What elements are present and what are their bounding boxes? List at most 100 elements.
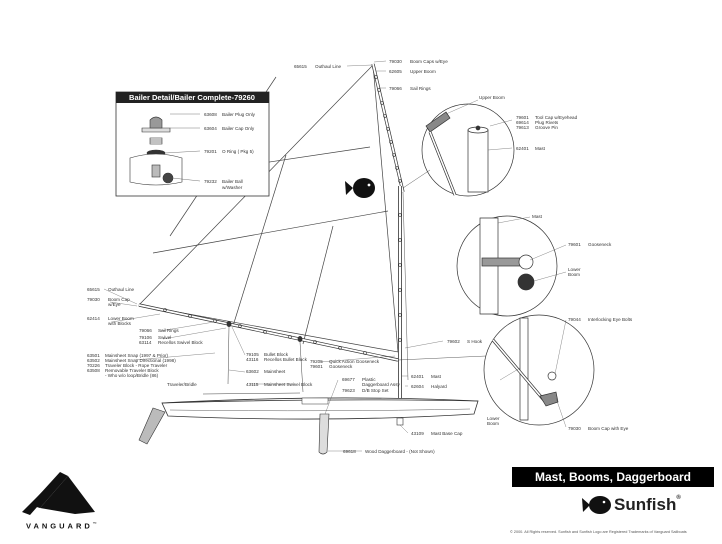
traveler-block-num: 70226: [87, 363, 100, 368]
boom-caps-top-num: 79030: [389, 59, 402, 64]
ratchet-swivel-label: Recellos Swivel Block: [158, 340, 203, 345]
swivel-num: 79106: [139, 335, 152, 340]
wood-daggerboard-num: 69618: [343, 449, 356, 454]
mainsheet-lines: [202, 326, 304, 395]
ratchet-swivel-num: 63114: [139, 340, 152, 345]
ratchet-bullet-label: Recellos Bullet Block: [264, 357, 308, 362]
detail-circle-mid: [456, 215, 558, 317]
boom-caps-top-label: Boom Caps w/Eye: [410, 59, 448, 64]
groove-pin-label: Groove Pin: [535, 125, 558, 130]
main-labels: 65615 Outhaul Line 79030 Boom Caps w/Eye…: [87, 59, 483, 454]
lower-boom-label: Lower Boom: [108, 316, 134, 321]
hull: [161, 397, 479, 420]
detail-mid-mast: Mast: [532, 214, 543, 219]
bailer-part-num-2: 63604: [204, 126, 217, 131]
mast-low-num: 62401: [411, 374, 424, 379]
outhaul-top-label: Outhaul Line: [315, 64, 341, 69]
sail-rings-top-num: 79066: [389, 86, 402, 91]
traveler-block-label: Traveler Block - Rope Traveler: [105, 363, 168, 368]
eye-bolts-num: 79044: [568, 317, 581, 322]
lower-boom-label2: with Blocks: [108, 321, 132, 326]
detail-top-upper-boom: Upper Boom: [479, 95, 505, 100]
traveler-bridle-label: Traveler/Bridle: [167, 382, 197, 387]
plug-rivets-label: Plug Rivets: [535, 120, 559, 125]
outhaul-top-num: 65615: [294, 64, 307, 69]
bailer-part-label-4b: w/Washer: [222, 185, 243, 190]
rudder: [138, 407, 166, 445]
mast-low-label: Mast: [431, 374, 442, 379]
detail-mid-gooseneck-num: 79601: [568, 242, 581, 247]
upper-boom-label: Upper Boom: [410, 69, 436, 74]
eye-bolts-label: Interlocking Eye Bolts: [588, 317, 633, 322]
mast-base-cap-num: 43109: [411, 431, 424, 436]
lower-boom: [138, 303, 399, 362]
mainsheet-label: Mainsheet: [264, 369, 286, 374]
tool-cap-label: Tool Cap w/Eyehead: [535, 115, 578, 120]
bailer-detail-box: Bailer Detail/Bailer Complete-79260 6360…: [115, 91, 270, 197]
mainsheet-snap2-num: 63502: [87, 358, 100, 363]
plastic-dagger-label2: Daggerboard Assy: [362, 382, 400, 387]
detail-mid-lower-boom2: Boom: [568, 272, 580, 277]
bullet-block-num: 79105: [246, 352, 259, 357]
boom-cap-left-label2: w/Eye: [108, 302, 121, 307]
detail-circle-top: [402, 103, 515, 197]
upper-boom-num: 62605: [389, 69, 402, 74]
quick-action-label: Quick Action Gooseneck: [329, 359, 380, 364]
brand-name-text: Sunfish: [614, 495, 677, 514]
detail-mid-lower-boom: Lower: [568, 267, 581, 272]
bailer-part-label-2: Bailer Cap Only: [222, 126, 255, 131]
gooseneck-low-label: Gooseneck: [329, 364, 353, 369]
maker-trademark: ™: [92, 521, 97, 526]
tool-cap-num: 79601: [516, 115, 529, 120]
mainsheet-num: 63602: [246, 369, 259, 374]
detail-low-lower-boom: Lower: [487, 416, 500, 421]
maker-name: VANGUARD™: [26, 521, 97, 531]
halyard-label: Halyard: [431, 384, 447, 389]
plastic-dagger-num: 69677: [342, 377, 355, 382]
sail: [138, 64, 399, 353]
bailer-part-num-4: 79232: [204, 179, 217, 184]
copyright-text: © 2000. All Rights reserved. Sunfish and…: [510, 530, 687, 534]
sail-rings-low-num: 79066: [139, 328, 152, 333]
maker-name-text: VANGUARD: [26, 521, 93, 531]
lower-boom-num: 62414: [87, 316, 100, 321]
removable-traveler-label: Removable Traveler Block: [105, 368, 159, 373]
quick-action-num: 79205: [310, 359, 323, 364]
detail-low-boom-cap-num: 79030: [568, 426, 581, 431]
mainsheet-snap2-label: Mainsheet Snap Directional (1998): [105, 358, 176, 363]
mainsheet-snap1-num: 63501: [87, 353, 100, 358]
removable-traveler-label2: - Who w/o loop/Bridle (86): [105, 373, 159, 378]
detail-mid-gooseneck-label: Gooseneck: [588, 242, 612, 247]
daggerboard: [318, 413, 330, 455]
bailer-part-num-3: 79201: [204, 149, 217, 154]
bullet-block-label: Bullet Block: [264, 352, 289, 357]
sunfish-logo-sail-icon: [345, 178, 375, 198]
halyard-num: 62604: [411, 384, 424, 389]
ratchet-bullet-num: 43116: [246, 357, 259, 362]
mast-base-cap: [396, 417, 404, 426]
bailer-part-label-4: Bailer Ball: [222, 179, 243, 184]
mainsheet-swivel-num: 43115: [246, 382, 259, 387]
upper-sail-rings: [374, 75, 402, 183]
boom-cap-left-num: 79030: [87, 297, 100, 302]
s-hook-num: 79602: [447, 339, 460, 344]
bailer-title: Bailer Detail/Bailer Complete-79260: [129, 93, 255, 102]
plastic-dagger-label: Plastic: [362, 377, 376, 382]
bailer-part-num-1: 63608: [204, 112, 217, 117]
lower-sail-rings: [163, 308, 367, 355]
bailer-part-label-1: Bailer Plug Only: [222, 112, 256, 117]
removable-traveler-num: 63508: [87, 368, 100, 373]
page-title: Mast, Booms, Daggerboard: [512, 467, 714, 487]
plug-rivets-num: 69614: [516, 120, 529, 125]
bailer-part-label-3: O Ring ( Pkg 5): [222, 149, 254, 154]
vanguard-logo-icon: [22, 472, 95, 515]
outhaul-left-label: Outhaul Line: [108, 287, 134, 292]
halyard-line: [402, 191, 409, 381]
sunfish-brand-fish-icon: [582, 496, 611, 514]
outhaul-left-num: 65615: [87, 287, 100, 292]
mast-base-cap-label: Mast Base Cap: [431, 431, 463, 436]
gooseneck-low-num: 79601: [310, 364, 323, 369]
mast-rings: [398, 213, 402, 342]
detail-low-boom-cap-label: Boom Cap with Eye: [588, 426, 629, 431]
